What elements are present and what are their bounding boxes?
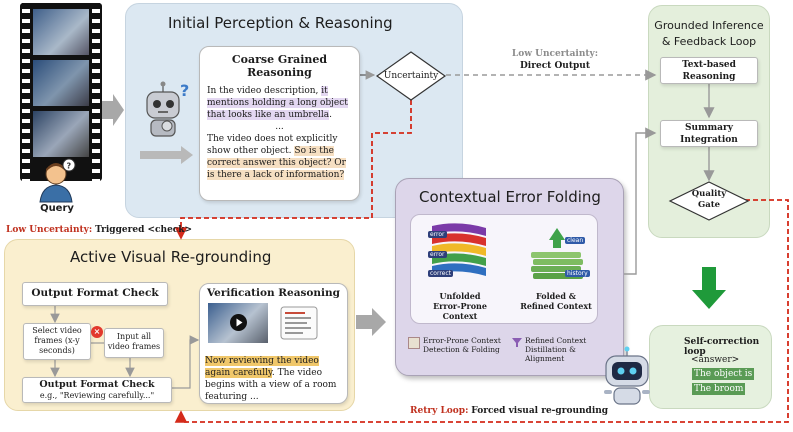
retry-loop-path — [174, 199, 789, 423]
text-based-reasoning-box: Text-based Reasoning — [660, 57, 758, 84]
play-icon — [230, 314, 247, 331]
input-all-frames-box: Input all video frames — [104, 328, 164, 358]
robot-icon: ? — [135, 80, 195, 140]
output-format-check-2-box: Output Format Check e.g., "Reviewing car… — [22, 377, 172, 403]
verification-reasoning-card: Verification Reasoning Now reviewing the… — [199, 283, 348, 404]
legend-distillation-icon — [511, 336, 523, 348]
initial-panel-title: Initial Perception & Reasoning — [168, 14, 393, 32]
history-tag: history — [565, 270, 590, 277]
grounded-panel-title: Grounded Inference & Feedback Loop — [654, 19, 764, 48]
uncertainty-diamond: Uncertainty — [375, 51, 447, 101]
green-down-arrow — [692, 267, 726, 309]
video-frame — [33, 9, 89, 55]
error-tag: error — [428, 231, 447, 238]
quality-gate-diamond: Quality Gate — [668, 181, 750, 221]
ellipsis: ... — [275, 122, 284, 132]
legend-distillation-label: Refined Context Distillation & Alignment — [525, 336, 587, 363]
active-panel-title: Active Visual Re-grounding — [70, 248, 272, 266]
document-icon — [280, 306, 318, 340]
folded-context-label: Folded & Refined Context — [520, 291, 592, 311]
reject-x-icon: × — [91, 326, 103, 338]
low-uncertainty-direct: Low Uncertainty: Direct Output — [511, 49, 599, 71]
coarse-reasoning-text-1: In the video description, it mentions ho… — [207, 86, 348, 120]
query-to-robot-arrow — [99, 94, 124, 126]
query-film-strip — [20, 3, 102, 181]
assistant-robot-icon — [600, 346, 658, 406]
video-frame — [33, 111, 89, 157]
legend-detection-label: Error-Prone Context Detection & Folding — [423, 336, 501, 354]
legend-detection-icon — [408, 337, 420, 349]
clean-tag: clean — [565, 237, 586, 244]
verification-text: Now reviewing the video again carefully.… — [205, 356, 337, 402]
contextual-panel-title: Contextual Error Folding — [419, 188, 601, 206]
svg-text:?: ? — [67, 162, 72, 171]
query-person-icon: ? — [36, 158, 76, 203]
summary-integration-box: Summary Integration — [660, 120, 758, 147]
uncertainty-label: Uncertainty — [383, 71, 439, 81]
output-format-check-box: Output Format Check — [22, 282, 168, 306]
self-correction-panel — [649, 325, 772, 409]
correct-tag: correct — [428, 270, 454, 277]
svg-text:?: ? — [180, 81, 189, 100]
low-uncertainty-triggered: Low Uncertainty: Triggered <check> — [6, 225, 193, 235]
retry-loop-label: Retry Loop: Forced visual re-grounding — [410, 406, 609, 416]
active-to-contextual-arrow — [356, 308, 386, 336]
coarse-reasoning-text-2: The video does not explicitly show other… — [207, 134, 346, 180]
select-video-frames-box: Select video frames (x-y seconds) — [23, 323, 91, 360]
unfolded-context-label: Unfolded Error-Prone Context — [433, 291, 487, 321]
coarse-reasoning-title: Coarse Grained Reasoning — [231, 53, 328, 79]
robot-to-coarse-arrow — [140, 146, 193, 164]
unfolded-context-graphic: error error correct — [428, 222, 488, 284]
error-tag: error — [428, 251, 447, 258]
answer-line-2: The broom — [692, 383, 746, 395]
video-frame — [33, 60, 89, 106]
self-correction-title: Self-correction loop — [684, 337, 760, 357]
query-label: Query — [40, 203, 74, 214]
triggered-check-path — [174, 100, 412, 240]
coarse-reasoning-card: Coarse Grained Reasoning In the video de… — [199, 46, 360, 201]
folded-context-graphic: clean history — [527, 228, 590, 284]
verification-title: Verification Reasoning — [206, 287, 341, 299]
answer-tag: <answer> — [691, 355, 740, 365]
answer-line-1: The object is — [692, 368, 755, 380]
